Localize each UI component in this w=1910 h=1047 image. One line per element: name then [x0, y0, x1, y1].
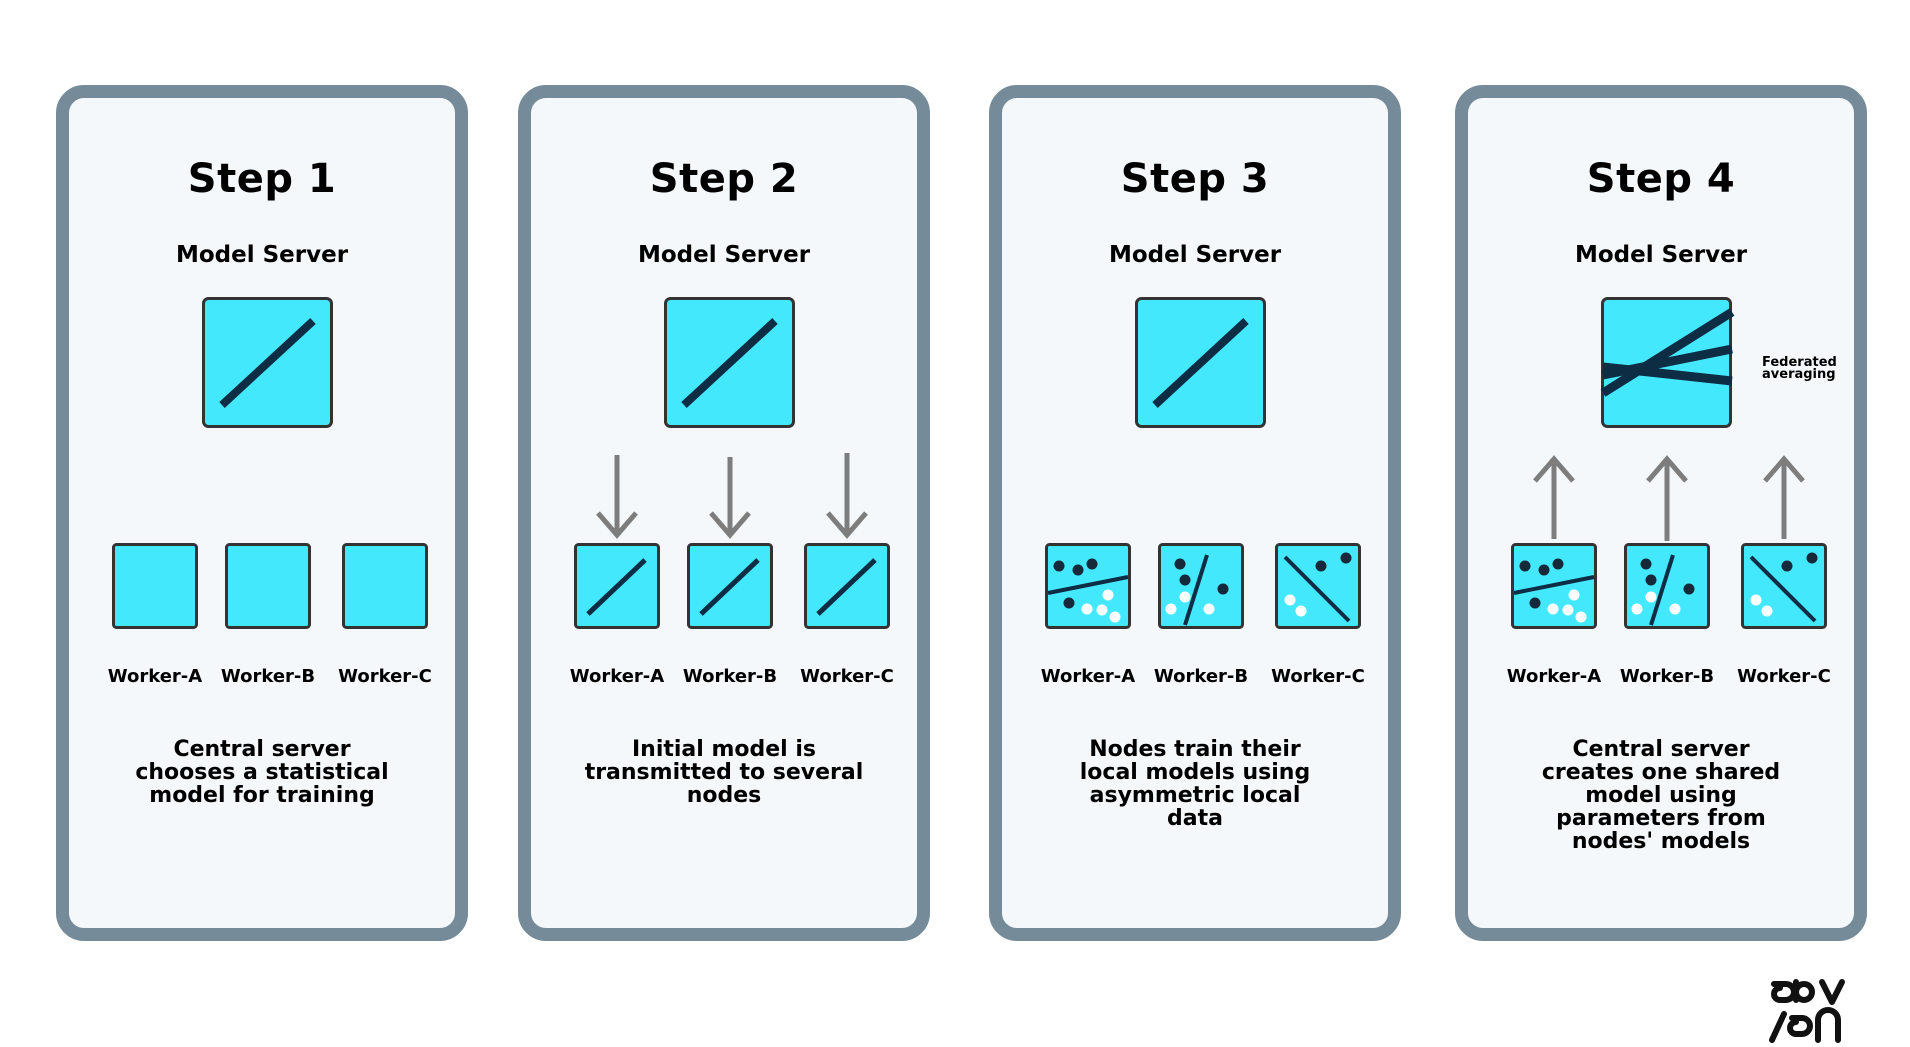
arrow-down-icon [596, 455, 638, 539]
worker-c-label: Worker-C [338, 666, 432, 687]
worker-a-label: Worker-A [1506, 666, 1602, 687]
step-title: Step 4 [1586, 156, 1736, 202]
worker-a-label: Worker-A [569, 666, 665, 687]
step-1-card: Step 1 Model Server Worker-A Worker-B Wo… [56, 85, 468, 941]
model-server-label: Model Server [1108, 242, 1282, 268]
arrow-down-icon [709, 457, 751, 539]
worker-c-model-icon [804, 543, 890, 629]
worker-c-label: Worker-C [1271, 666, 1365, 687]
arrow-down-icon [826, 453, 868, 539]
worker-a-model-icon [112, 543, 198, 629]
advian-logo-icon [1769, 979, 1845, 1043]
step-caption: Central server chooses a statistical mod… [135, 737, 389, 808]
worker-c-model-icon [1741, 543, 1827, 629]
model-server-label: Model Server [637, 242, 811, 268]
server-model-icon [202, 297, 333, 428]
step-caption: Central server creates one shared model … [1541, 737, 1781, 854]
arrow-up-icon [1533, 455, 1575, 539]
worker-b-label: Worker-B [1153, 666, 1249, 687]
worker-b-label: Worker-B [682, 666, 778, 687]
worker-c-label: Worker-C [800, 666, 894, 687]
step-title: Step 1 [187, 156, 337, 202]
step-4-card: Step 4 Model Server Federated averaging [1455, 85, 1867, 941]
worker-a-model-icon [1511, 543, 1597, 629]
step-title: Step 3 [1120, 156, 1270, 202]
federated-averaging-label: Federated averaging [1762, 355, 1837, 382]
step-3-card: Step 3 Model Server Worker-A Worker-B [989, 85, 1401, 941]
worker-a-label: Worker-A [1040, 666, 1136, 687]
step-caption: Initial model is transmitted to several … [584, 737, 864, 808]
worker-b-model-icon [1158, 543, 1244, 629]
step-2-card: Step 2 Model Server Worker-A Worker-B Wo… [518, 85, 930, 941]
server-model-icon [1135, 297, 1266, 428]
federated-model-icon [1600, 297, 1735, 428]
arrow-up-icon [1646, 455, 1688, 541]
arrow-up-icon [1763, 455, 1805, 539]
step-caption: Nodes train their local models using asy… [1079, 737, 1311, 831]
worker-b-model-icon [225, 543, 311, 629]
worker-a-label: Worker-A [107, 666, 203, 687]
worker-c-label: Worker-C [1737, 666, 1831, 687]
worker-b-label: Worker-B [220, 666, 316, 687]
step-title: Step 2 [649, 156, 799, 202]
model-server-label: Model Server [175, 242, 349, 268]
model-server-label: Model Server [1574, 242, 1748, 268]
worker-b-label: Worker-B [1619, 666, 1715, 687]
worker-b-model-icon [1624, 543, 1710, 629]
worker-c-model-icon [342, 543, 428, 629]
server-model-icon [664, 297, 795, 428]
worker-a-model-icon [1045, 543, 1131, 629]
worker-a-model-icon [574, 543, 660, 629]
worker-c-model-icon [1275, 543, 1361, 629]
worker-b-model-icon [687, 543, 773, 629]
